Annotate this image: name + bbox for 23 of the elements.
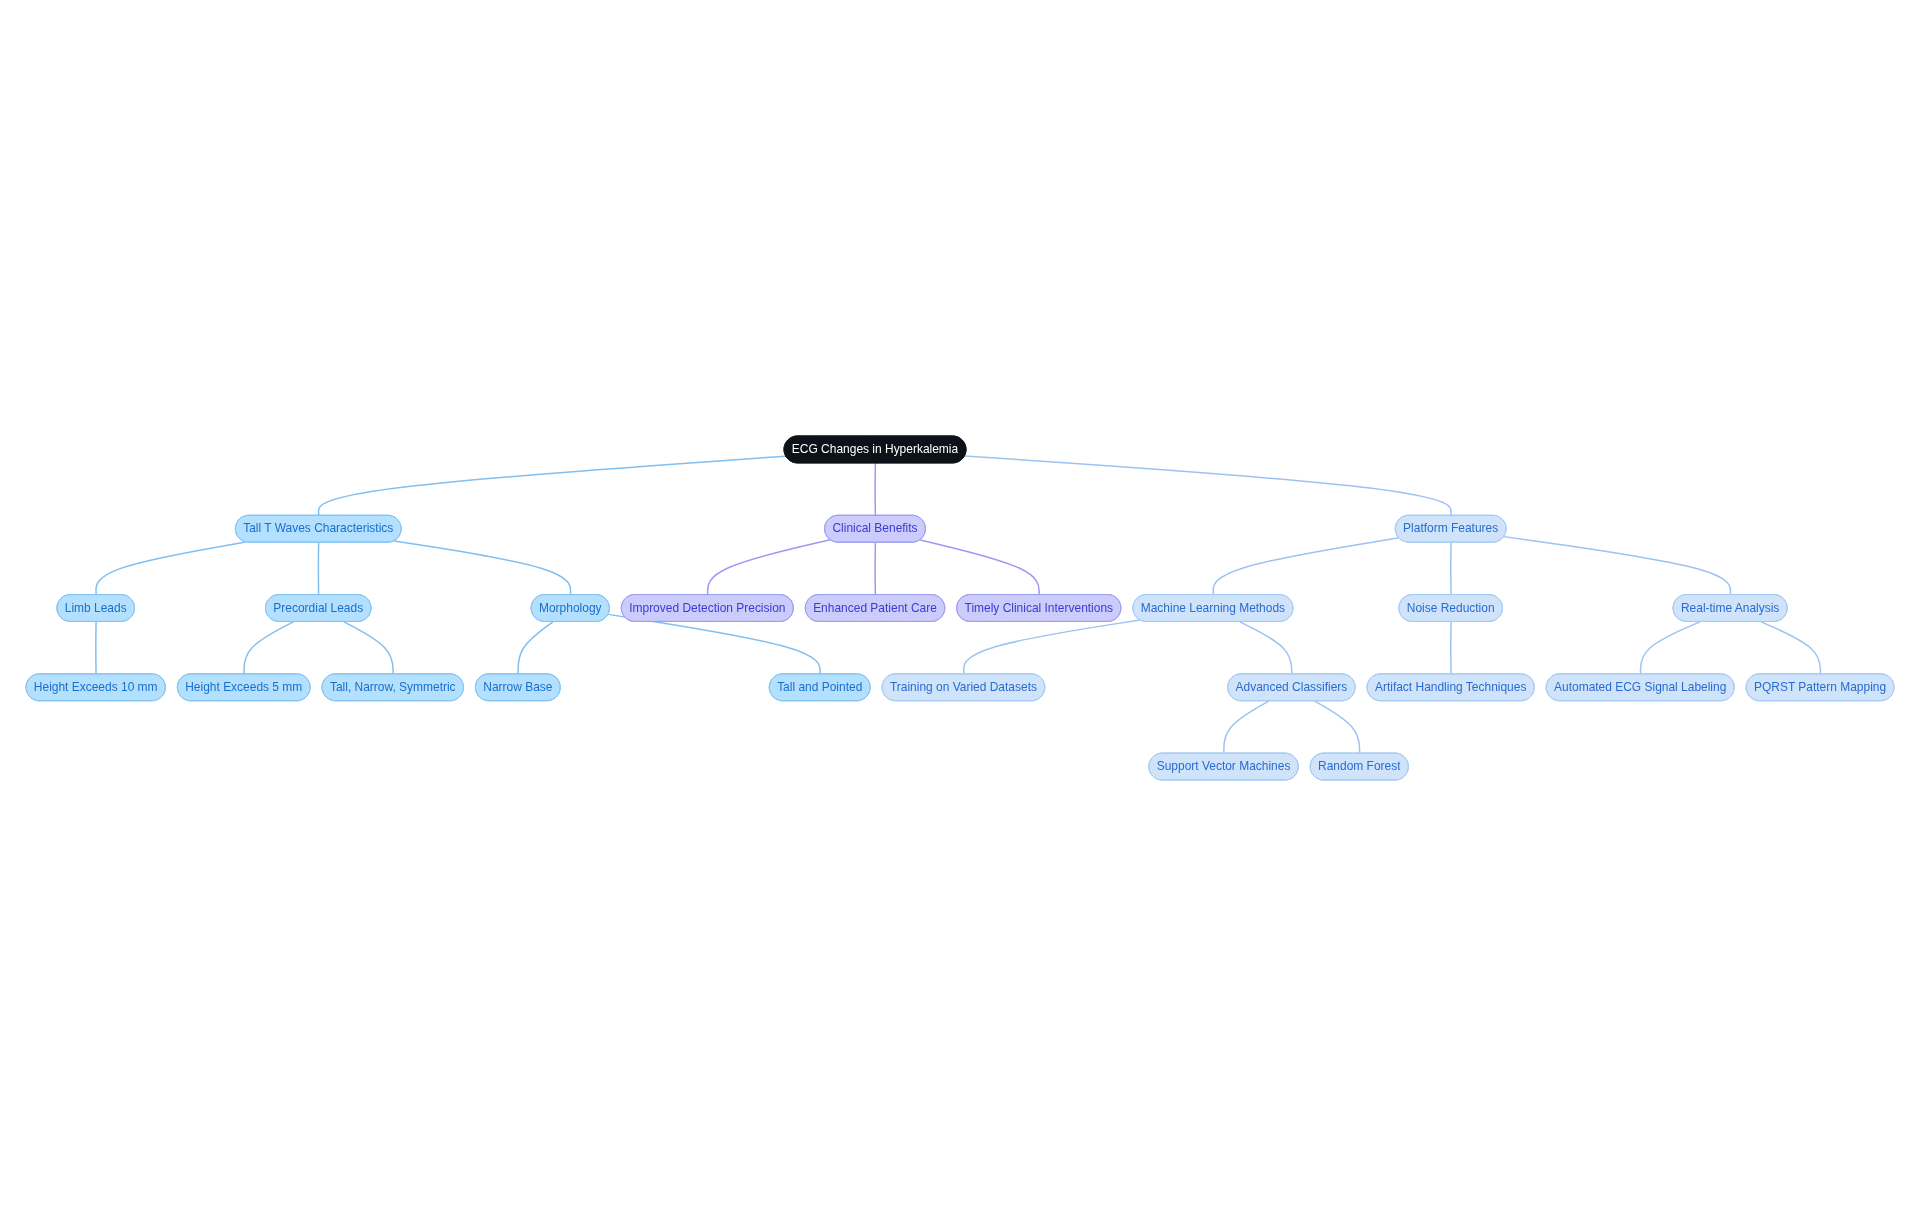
connector [1239,620,1293,675]
connector [517,620,554,675]
connector [95,540,247,596]
connector [1450,541,1452,596]
connector [874,462,877,516]
connector [1639,620,1701,675]
connector [317,454,787,516]
connector [95,620,97,675]
connector [963,618,1141,675]
connector [964,454,1452,516]
connector [1223,699,1270,754]
connector [706,538,831,596]
connector [243,620,295,675]
connector [874,541,877,596]
connector [1212,536,1400,596]
connector [1314,699,1361,754]
connector [919,538,1040,596]
connector [1503,535,1732,596]
connector [317,541,320,596]
connector [343,620,394,675]
connector [1760,620,1822,675]
connector [1450,620,1452,675]
connector [393,539,572,596]
